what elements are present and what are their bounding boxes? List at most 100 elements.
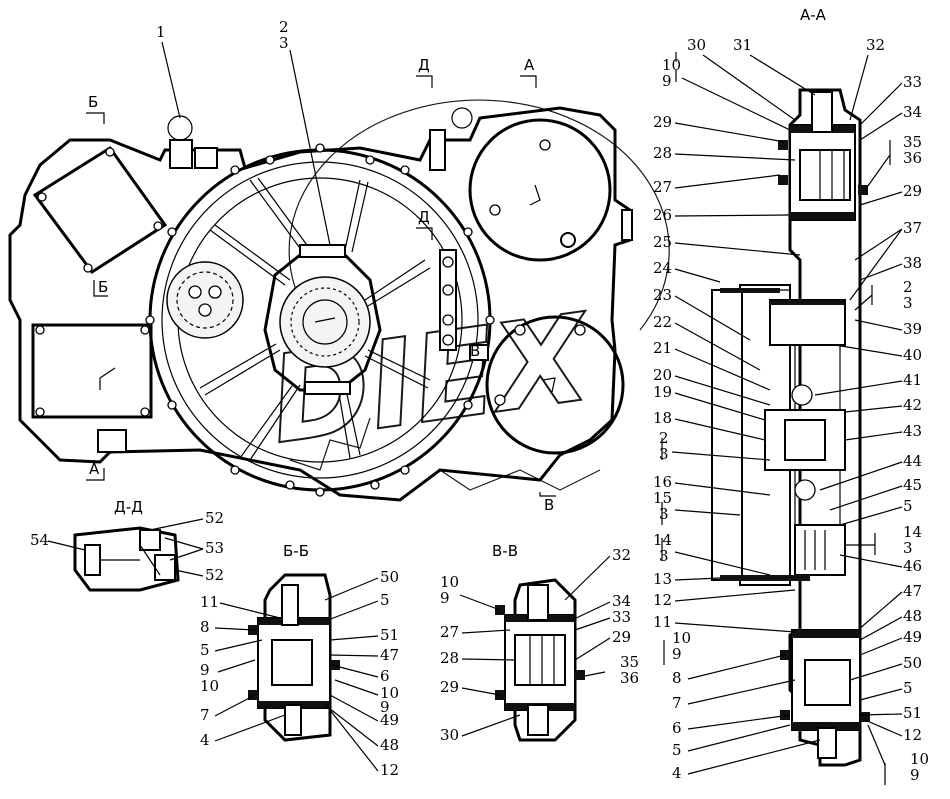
aa-r-43: 43 (903, 422, 922, 440)
bb-48: 48 (380, 736, 399, 754)
bb-49: 49 (380, 711, 399, 729)
aa-l-24: 24 (653, 259, 672, 277)
bb-4: 4 (200, 731, 210, 749)
aa-r-3b: 3 (903, 539, 913, 557)
dd-54: 54 (30, 531, 49, 549)
cut-marker-d-mid: Д (418, 208, 430, 226)
aa-l-4: 4 (672, 764, 682, 782)
section-vv-title: В-В (492, 542, 518, 560)
aa-r-40: 40 (903, 346, 922, 364)
bb-47: 47 (380, 646, 399, 664)
cut-marker-a-bottom: А (89, 460, 100, 478)
aa-r-45: 45 (903, 476, 922, 494)
aa-l-10b: 10 (672, 629, 691, 647)
vv-29b: 29 (612, 628, 631, 646)
main-housing-view (8, 106, 633, 502)
aa-l-23: 23 (653, 286, 672, 304)
aa-l-22: 22 (653, 313, 672, 331)
section-vv: В-В 10 9 27 28 29 30 32 34 33 29 35 36 (440, 542, 639, 744)
aa-l-2: 2 (659, 429, 669, 447)
bb-6: 6 (380, 667, 390, 685)
bb-51: 51 (380, 626, 399, 644)
aa-r-42: 42 (903, 396, 922, 414)
aa-l-9: 9 (662, 72, 672, 90)
aa-r-44: 44 (903, 452, 922, 470)
aa-l-5: 5 (672, 741, 682, 759)
vv-9: 9 (440, 589, 450, 607)
aa-r-39: 39 (903, 320, 922, 338)
aa-l-29: 29 (653, 113, 672, 131)
aa-l-25: 25 (653, 233, 672, 251)
bb-9: 9 (200, 661, 210, 679)
aa-r-50: 50 (903, 654, 922, 672)
bb-5b: 5 (200, 641, 210, 659)
dd-52b: 52 (205, 566, 224, 584)
aa-r-32: 32 (866, 36, 885, 54)
aa-r-3: 3 (903, 294, 913, 312)
callout-3: 3 (279, 34, 289, 52)
aa-l-10: 10 (662, 56, 681, 74)
aa-r-2: 2 (903, 278, 913, 296)
vv-32: 32 (612, 546, 631, 564)
aa-l-30: 30 (687, 36, 706, 54)
flange-bolts (145, 143, 495, 497)
aa-l-18: 18 (653, 409, 672, 427)
aa-l-27: 27 (653, 178, 672, 196)
aa-l-14: 14 (653, 531, 672, 549)
bb-5a: 5 (380, 591, 390, 609)
aa-r-10: 10 (910, 750, 929, 768)
aa-l-9b: 9 (672, 645, 682, 663)
vv-27: 27 (440, 623, 459, 641)
bb-9b: 9 (380, 698, 390, 716)
vv-36: 36 (620, 669, 639, 687)
aa-r-37: 37 (903, 219, 922, 237)
aa-l-15: 15 (653, 489, 672, 507)
aa-l-3b: 3 (659, 505, 669, 523)
vv-10: 10 (440, 573, 459, 591)
aa-r-9: 9 (910, 766, 920, 784)
dd-52a: 52 (205, 509, 224, 527)
bb-12: 12 (380, 761, 399, 779)
aa-l-7: 7 (672, 694, 682, 712)
section-aa-title: А-А (800, 6, 827, 24)
section-aa-callouts-right: 32 33 34 35 36 29 37 38 2 3 39 40 41 42 … (814, 36, 929, 784)
cut-marker-b-mid: Б (98, 278, 108, 296)
aa-r-47: 47 (903, 582, 922, 600)
aa-l-6: 6 (672, 719, 682, 737)
aa-l-12: 12 (653, 591, 672, 609)
callout-2: 2 (279, 18, 289, 36)
aa-r-5b: 5 (903, 679, 913, 697)
aa-l-3c: 3 (659, 547, 669, 565)
callout-1: 1 (156, 23, 166, 41)
aa-r-46: 46 (903, 557, 922, 575)
cut-marker-d-top: Д (418, 56, 430, 74)
aa-r-51: 51 (903, 704, 922, 722)
section-aa-callouts-left: 10 9 30 31 29 28 27 26 25 24 23 22 21 20… (653, 36, 821, 782)
section-bb: Б-Б 50 5 11 8 5 9 10 7 4 51 47 6 10 9 49 (200, 542, 399, 779)
aa-r-5: 5 (903, 497, 913, 515)
aa-r-38: 38 (903, 254, 922, 272)
vv-34: 34 (612, 592, 631, 610)
aa-r-49: 49 (903, 628, 922, 646)
bb-11: 11 (200, 593, 219, 611)
vv-33: 33 (612, 608, 631, 626)
aa-l-3: 3 (659, 445, 669, 463)
section-aa: А-А (661, 6, 891, 785)
bb-7: 7 (200, 706, 210, 724)
vv-30: 30 (440, 726, 459, 744)
section-bb-title: Б-Б (283, 542, 309, 560)
cut-marker-v-bottom: В (544, 496, 554, 514)
section-dd-title: Д-Д (114, 498, 143, 516)
dd-53: 53 (205, 539, 224, 557)
aa-r-34: 34 (903, 103, 922, 121)
bb-50: 50 (380, 568, 399, 586)
aa-r-41: 41 (903, 371, 922, 389)
bb-10b: 10 (380, 684, 399, 702)
aa-r-12: 12 (903, 726, 922, 744)
aa-r-29: 29 (903, 182, 922, 200)
cut-markers: Б Д А Д Б А В В (86, 56, 556, 514)
aa-l-19: 19 (653, 383, 672, 401)
aa-r-36: 36 (903, 149, 922, 167)
aa-l-20: 20 (653, 366, 672, 384)
